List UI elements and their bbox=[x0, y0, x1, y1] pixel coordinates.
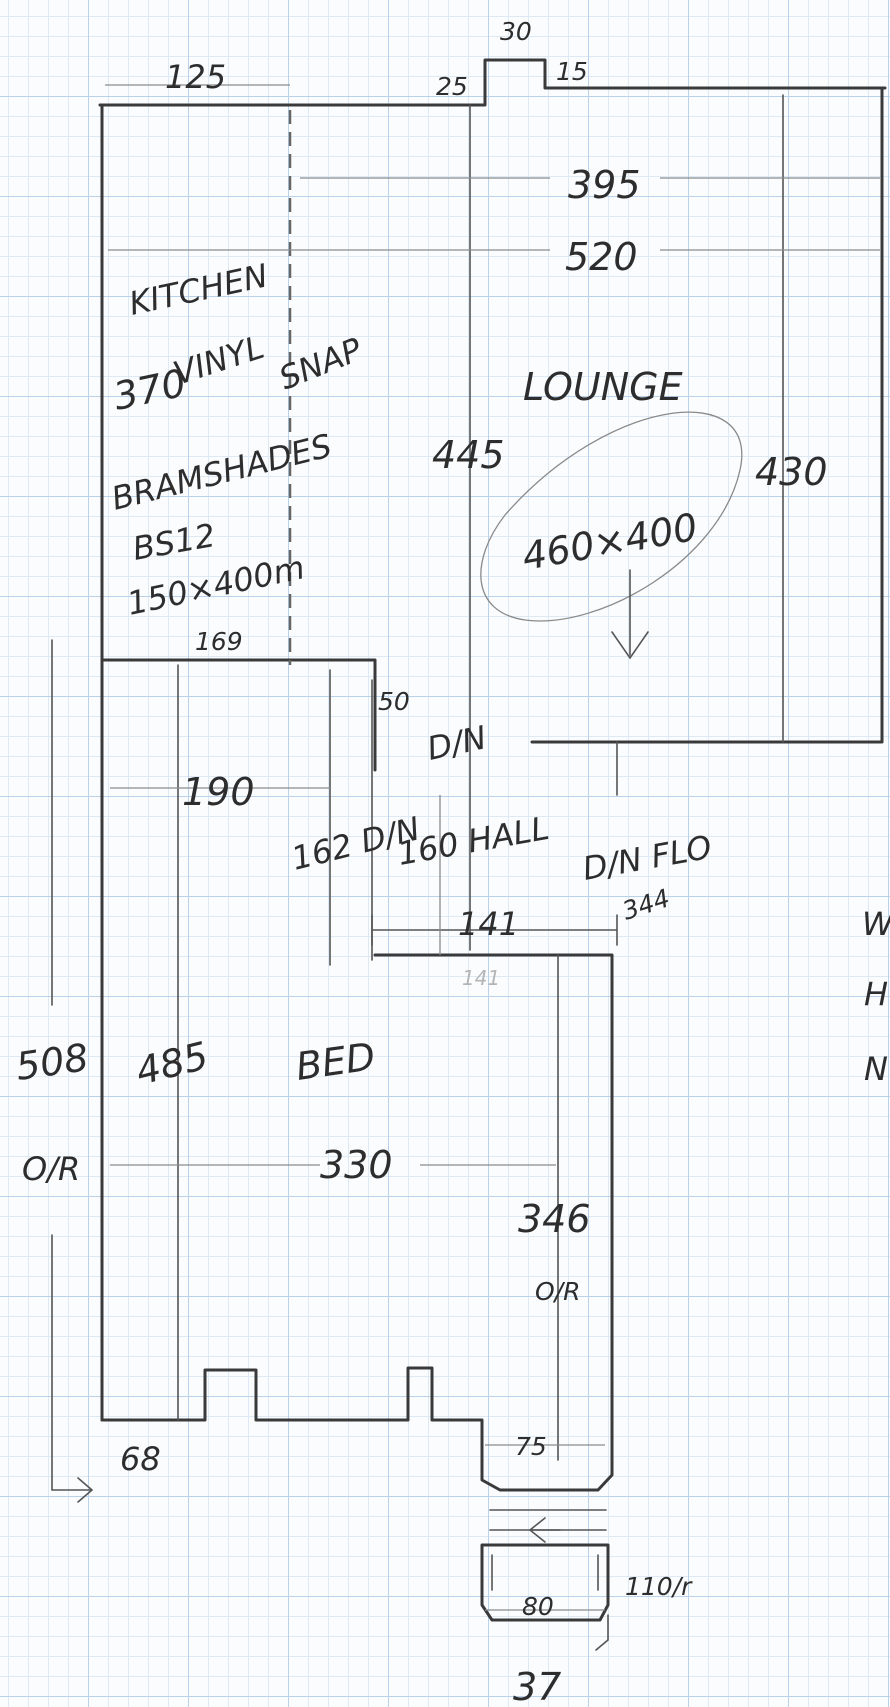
kitchen-bottom-wall bbox=[100, 658, 377, 772]
hall-gap: 50 bbox=[378, 687, 410, 716]
dim-notch-left: 25 bbox=[436, 72, 468, 101]
hall-width-faint: 141 bbox=[462, 966, 500, 990]
dim-notch-right: 15 bbox=[556, 57, 588, 86]
dim-notch-width: 30 bbox=[500, 17, 532, 46]
overall-note: O/R bbox=[22, 1150, 80, 1188]
hall-side: 344 bbox=[619, 883, 673, 925]
cut-letter-w: W bbox=[862, 905, 890, 943]
bed-left-label: 190 bbox=[182, 770, 255, 814]
lounge-arrow bbox=[611, 569, 649, 660]
hall-stub bbox=[371, 679, 618, 961]
overall-left: 508 bbox=[13, 1035, 91, 1089]
cut-letter-h: H bbox=[864, 975, 888, 1013]
dim-lower-box: 80 bbox=[522, 1592, 554, 1621]
kitchen-note-2: BS12 bbox=[130, 516, 218, 568]
snap-label: SNAP bbox=[274, 330, 368, 398]
hall-dim-line bbox=[371, 914, 618, 946]
dim-top-left: 125 bbox=[165, 58, 226, 96]
bed-length: 485 bbox=[132, 1033, 213, 1093]
walls bbox=[98, 58, 887, 1622]
dim-bottom-left: 68 bbox=[120, 1440, 161, 1478]
outer-wall-top bbox=[98, 58, 887, 107]
hall-flo: D/N FLO bbox=[580, 828, 715, 888]
cut-letter-n: N bbox=[864, 1050, 888, 1088]
lower-box-inner bbox=[489, 1509, 607, 1591]
bed-name: BED bbox=[293, 1034, 378, 1089]
hall-width: 141 bbox=[458, 905, 519, 943]
left-guide-bar bbox=[51, 639, 94, 1503]
bed-width: 330 bbox=[320, 1143, 393, 1187]
lower-passage bbox=[480, 1443, 614, 1492]
bed-side-note: O/R bbox=[535, 1277, 580, 1306]
hall-door-c: D/N bbox=[424, 718, 490, 768]
lounge-name: LOUNGE bbox=[523, 365, 683, 409]
interior-lines bbox=[51, 84, 880, 1651]
kitchen-bottom-dim: 169 bbox=[195, 627, 243, 656]
labels: 125 30 25 15 395 520 KITCHEN 370 VINYL S… bbox=[13, 17, 890, 1707]
kitchen-flooring: VINYL bbox=[169, 328, 269, 393]
dim-bottom-passage: 75 bbox=[515, 1432, 547, 1461]
lounge-length: 520 bbox=[565, 235, 638, 279]
hall-label: 160 HALL bbox=[395, 809, 552, 873]
bed-side-label: 346 bbox=[518, 1197, 591, 1241]
outer-wall-right-lounge bbox=[530, 86, 884, 744]
kitchen-note-1: BRAMSHADES bbox=[108, 426, 336, 517]
bed-bottom-wall bbox=[100, 1366, 484, 1467]
lounge-ellipse bbox=[480, 411, 743, 622]
bottom-return-arrow bbox=[528, 1517, 609, 1651]
dim-lower-box-note: 110/r bbox=[625, 1572, 693, 1601]
hall-bottom-wall bbox=[373, 953, 614, 1447]
lower-box bbox=[480, 1543, 610, 1622]
dim-bottom-edge: 37 bbox=[513, 1665, 561, 1707]
lounge-height-right: 430 bbox=[755, 450, 828, 494]
dimension-lines bbox=[105, 84, 880, 1611]
lounge-width: 395 bbox=[568, 163, 641, 207]
kitchen-name: KITCHEN bbox=[126, 256, 271, 322]
lounge-height-left: 445 bbox=[432, 433, 505, 477]
